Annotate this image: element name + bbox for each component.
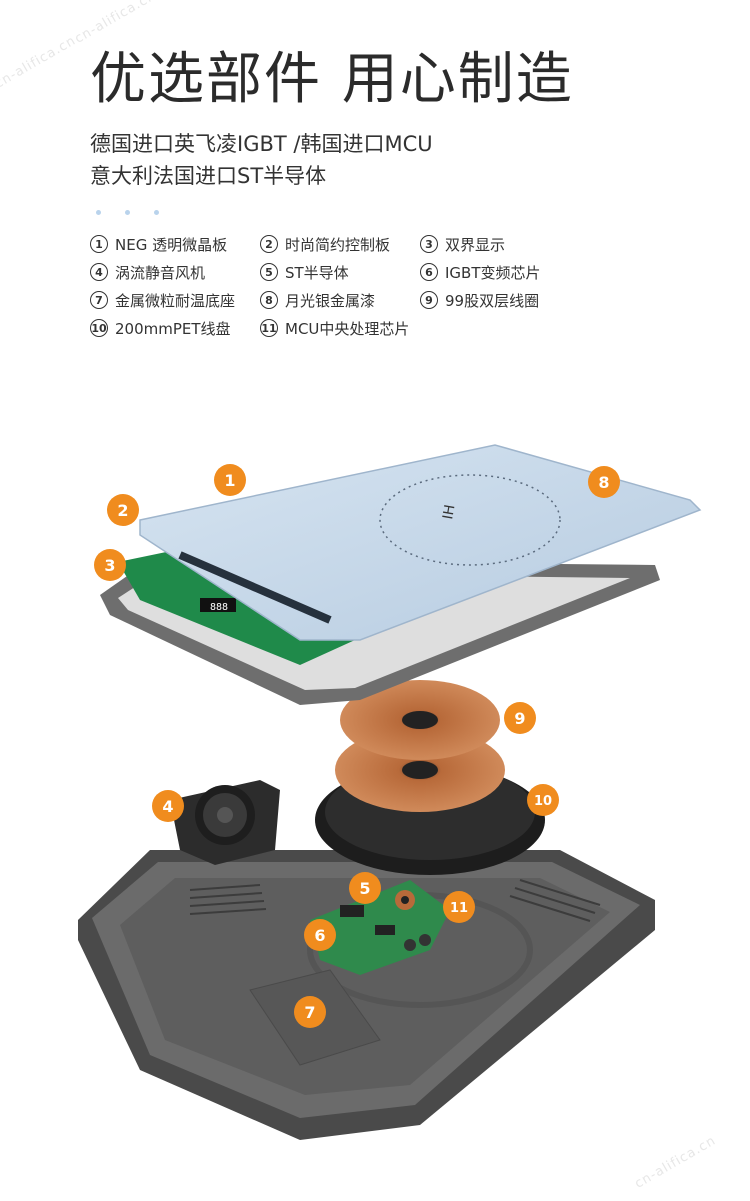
callout-badge-10: 10 (527, 784, 559, 816)
part-number: 3 (420, 235, 438, 253)
part-item: 10 200mmPET线盘 (90, 318, 260, 338)
glass-mark: IH (440, 503, 458, 520)
part-label: 99股双层线圈 (445, 291, 540, 310)
callout-badge-2: 2 (107, 494, 139, 526)
callout-number: 10 (534, 794, 552, 809)
callout-number: 9 (514, 709, 525, 728)
main-pcb (310, 880, 450, 975)
part-item: 7 金属微粒耐温底座 (90, 290, 260, 310)
part-number: 1 (90, 235, 108, 253)
part-label: 时尚简约控制板 (285, 235, 391, 254)
callout-number: 4 (162, 797, 173, 816)
callout-badge-5: 5 (349, 872, 381, 904)
callout-badge-1: 1 (214, 464, 246, 496)
callout-number: 1 (224, 471, 235, 490)
part-number: 9 (420, 291, 438, 309)
panel-display: 888 (210, 602, 228, 613)
callout-badge-9: 9 (504, 702, 536, 734)
part-label: 涡流静音风机 (115, 263, 206, 282)
callout-number: 11 (450, 901, 468, 916)
part-label: IGBT变频芯片 (445, 263, 541, 282)
callout-badge-11: 11 (443, 891, 475, 923)
part-item: 9 99股双层线圈 (420, 290, 570, 310)
part-label: 200mmPET线盘 (115, 319, 231, 338)
callout-number: 6 (314, 926, 325, 945)
part-label: NEG 透明微晶板 (115, 235, 228, 254)
decorative-dots (96, 210, 159, 215)
subtitle-line-1: 德国进口英飞凌IGBT /韩国进口MCU (90, 132, 433, 156)
parts-list: 1 NEG 透明微晶板 2 时尚简约控制板 3 双界显示 4 涡流静音风机 5 ST半导体… (90, 234, 570, 338)
subtitle-line-2: 意大利法国进口ST半导体 (90, 164, 327, 188)
part-number: 11 (260, 319, 278, 337)
part-item: 8 月光银金属漆 (260, 290, 420, 310)
part-label: ST半导体 (285, 263, 349, 282)
copper-coil (335, 680, 505, 812)
callout-badge-3: 3 (94, 549, 126, 581)
part-number: 8 (260, 291, 278, 309)
dot (154, 210, 159, 215)
part-item: 5 ST半导体 (260, 262, 420, 282)
watermark: cn-alifica.cn (72, 0, 159, 47)
part-item: 6 IGBT变频芯片 (420, 262, 570, 282)
part-label: 月光银金属漆 (285, 291, 376, 310)
exploded-cooktop-illustration: IH 888 1 2 3 4 5 6 7 8 9 10 (78, 444, 702, 1140)
part-item: 4 涡流静音风机 (90, 262, 260, 282)
part-number: 4 (90, 263, 108, 281)
callout-badge-7: 7 (294, 996, 326, 1028)
glass-plate: IH 888 (139, 444, 702, 641)
callout-badge-8: 8 (588, 466, 620, 498)
part-number: 10 (90, 319, 108, 337)
part-label: 金属微粒耐温底座 (115, 291, 236, 310)
part-item: 2 时尚简约控制板 (260, 234, 420, 254)
fan (170, 780, 280, 865)
watermark: cn-alifica.cn (0, 33, 79, 92)
callout-badge-4: 4 (152, 790, 184, 822)
callout-number: 2 (117, 501, 128, 520)
part-number: 7 (90, 291, 108, 309)
headline: 优选部件 用心制造 (90, 47, 574, 112)
part-label: 双界显示 (445, 235, 506, 254)
part-item: 11 MCU中央处理芯片 (260, 318, 420, 338)
dot (125, 210, 130, 215)
dot (96, 210, 101, 215)
part-number: 2 (260, 235, 278, 253)
part-item: 3 双界显示 (420, 234, 570, 254)
part-label: MCU中央处理芯片 (285, 319, 410, 338)
callout-number: 8 (598, 473, 609, 492)
callout-badge-6: 6 (304, 919, 336, 951)
callout-number: 3 (104, 556, 115, 575)
callout-number: 5 (359, 879, 370, 898)
part-number: 5 (260, 263, 278, 281)
part-item: 1 NEG 透明微晶板 (90, 234, 260, 254)
callout-number: 7 (304, 1003, 315, 1022)
part-number: 6 (420, 263, 438, 281)
